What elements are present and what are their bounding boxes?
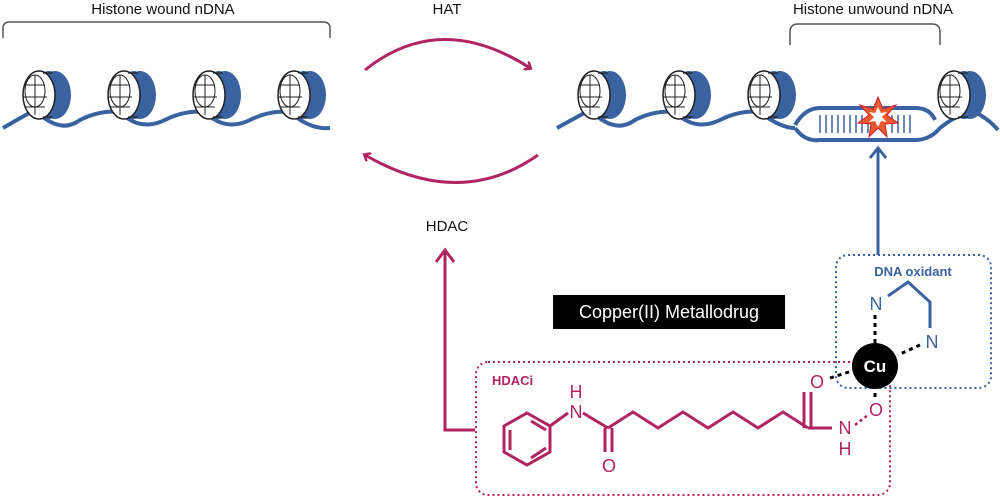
hdaci-arrow [443,252,475,432]
atom-o-left: O [602,456,616,476]
wound-title: Histone wound nDNA [91,1,234,18]
histone-icon [22,70,72,120]
copper-center-icon [852,343,898,389]
hdaci-label: HDACi [492,373,533,388]
oxidant-ligand [887,280,932,328]
dna-oxidant-box [835,254,992,389]
unwound-bracket [789,23,941,45]
atom-n-top: N [870,294,883,314]
hdaci-box [475,361,891,496]
n-o-bond [854,414,869,426]
histone-icon [662,70,712,120]
atom-n-right: N [926,332,939,352]
wound-bracket [2,21,331,38]
histone-icon [192,70,242,120]
unwound-strand-bottom [793,109,1000,143]
atom-amide-h: H [570,382,583,402]
hat-arrow [364,38,530,72]
atom-hydroxamate-n: N [839,418,852,438]
atom-o-right: O [810,372,824,392]
metallodrug-label-bg [553,295,785,329]
wound-nucleosome-group [1,21,331,131]
atom-amide-n: N [570,402,583,422]
histone-icon [277,70,327,120]
histone-icon [937,70,987,120]
hat-label: HAT [433,1,462,18]
unwound-title: Histone unwound nDNA [793,1,953,18]
dna-damage-burst-icon [856,95,900,139]
hdaci-arrowhead-icon [434,247,456,263]
hdac-label: HDAC [426,218,469,235]
dna-oxidant-label: DNA oxidant [874,264,952,279]
oxidant-arrowhead-icon [868,145,888,159]
atom-cu: Cu [864,357,887,376]
metallodrug-label: Copper(II) Metallodrug [579,302,759,322]
atom-hydroxamate-h: H [839,439,852,459]
wound-dna-strand [1,107,331,131]
hdac-arrow [365,155,539,184]
histone-icon [577,70,627,120]
histone-icon [747,70,797,120]
atom-hydroxamate-o: O [869,400,883,420]
unwound-nucleosome-group [556,23,1000,143]
histone-icon [107,70,157,120]
hdaci-molecule [502,392,832,467]
